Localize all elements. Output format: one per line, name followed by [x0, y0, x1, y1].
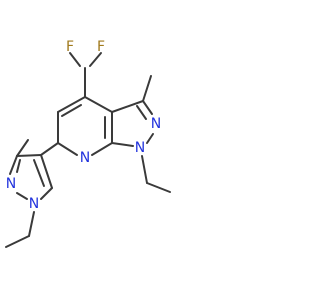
bond-n1prime-ethyl1	[28, 211, 35, 237]
pyridine-nitrogen-atom: N	[80, 150, 90, 166]
background	[0, 0, 300, 300]
bond-n1-c7a	[111, 142, 134, 147]
bond-c3-n2-inner	[136, 105, 147, 120]
bond-c4-c5	[57, 96, 86, 113]
side-pyrazole-nitrogen-atom-2: N	[6, 176, 16, 192]
molecule-structure: F F N N N N N	[0, 0, 300, 300]
bond-f1-c	[69, 52, 81, 67]
side-pyrazole-nitrogen-atom-1: N	[29, 196, 39, 212]
bond-c3-n2	[142, 100, 153, 115]
bond-c6-n7	[57, 142, 78, 156]
bond-c4prime-c5prime	[40, 154, 53, 189]
bond-c6-c4prime	[40, 142, 59, 156]
bond-c3a-c4	[84, 96, 113, 113]
bond-c3a-c3	[111, 100, 144, 113]
bond-c3-methyl	[142, 75, 152, 102]
bond-n2prime-c3prime-inner	[16, 159, 21, 173]
bond-n2-n1	[146, 133, 154, 144]
bond-ethyl1prime-ethyl2prime	[5, 235, 30, 248]
bond-n1-ethyl1	[141, 155, 148, 184]
fluorine-atom-2: F	[97, 39, 105, 55]
bond-c4-c5-inner	[61, 104, 82, 117]
bonds	[5, 52, 171, 248]
atom-labels: F F N N N N N	[6, 39, 161, 212]
bond-c3prime-c4prime	[16, 154, 42, 157]
bond-n1prime-n2prime	[16, 192, 28, 200]
bond-c3prime-methyl	[16, 139, 29, 157]
bond-c5prime-n1prime	[40, 187, 53, 200]
fluorine-atom-1: F	[66, 39, 74, 55]
pyrazole-nitrogen-atom-1: N	[135, 140, 145, 156]
pyrazole-nitrogen-atom-2: N	[151, 116, 161, 132]
bond-n7-c7a	[91, 142, 113, 156]
molecule-canvas: F F N N N N N	[0, 0, 300, 300]
bond-f2-c	[89, 52, 102, 67]
bond-ethyl1-ethyl2	[146, 182, 171, 193]
bond-n2prime-c3prime	[9, 155, 18, 175]
bond-c4prime-c5prime-inner	[33, 159, 45, 187]
